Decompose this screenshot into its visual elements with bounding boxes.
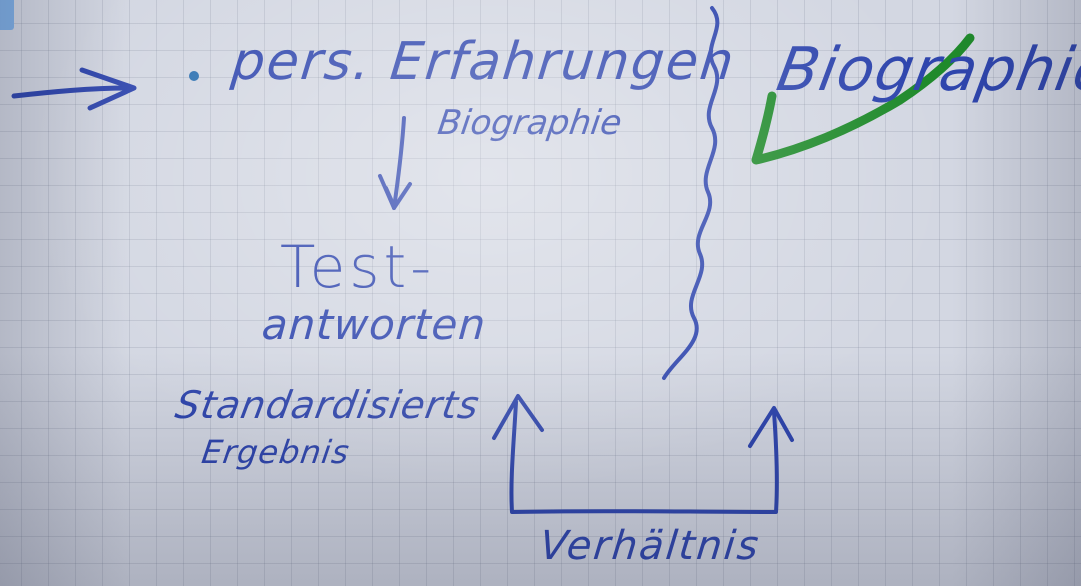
item-standardized-line-1: Standardisierts — [172, 383, 484, 427]
item-biography-sub: Biographie — [435, 103, 625, 143]
item-biography-right: Biographie — [771, 35, 1081, 105]
window-corner-tab — [0, 0, 14, 30]
item-standardized-line-2: Ergebnis — [199, 433, 353, 471]
label-relationship: Verhältnis — [537, 523, 763, 569]
item-test-line-2: antworten — [260, 300, 488, 349]
item-test-line-1: Test- — [280, 233, 436, 301]
item-personal-experiences: pers. Erfahrungen — [228, 32, 739, 92]
